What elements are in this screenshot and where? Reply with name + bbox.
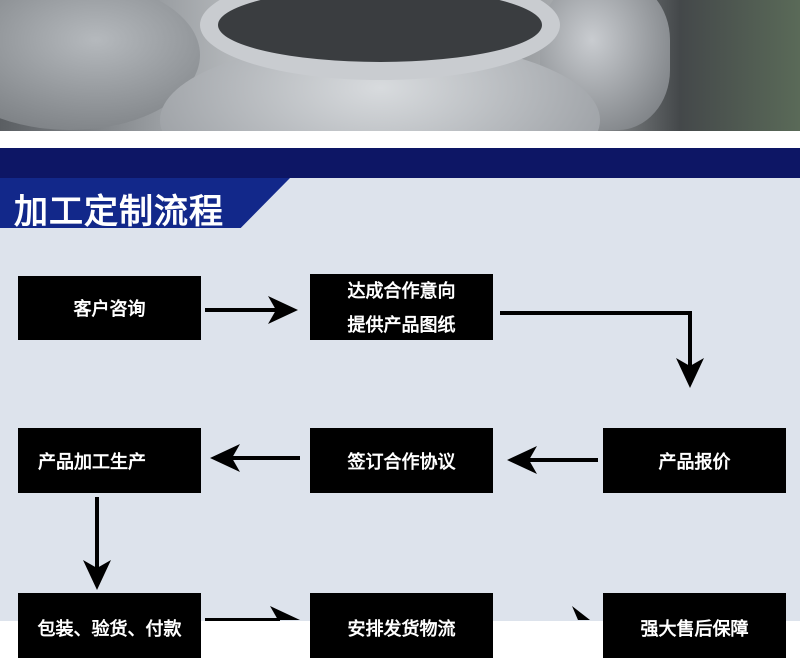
arrow-down-icon: [676, 358, 704, 388]
step-consult: 客户咨询: [18, 276, 201, 340]
step-label: 达成合作意向: [347, 281, 456, 302]
step-agreement-drawings: 达成合作意向提供产品图纸: [310, 274, 493, 340]
arrow-right-icon: [572, 606, 590, 620]
section-title: 加工定制流程: [14, 192, 224, 232]
step-label: 签订合作协议: [347, 451, 456, 473]
header-band: [0, 148, 800, 178]
product-photo: [0, 0, 800, 131]
arrow-left-icon: [210, 444, 240, 472]
arrow-down-icon: [83, 560, 111, 590]
step-quote: 产品报价: [603, 428, 786, 493]
title-banner: [0, 178, 290, 228]
step-label: 产品加工生产: [38, 451, 146, 473]
flow-arrows: [83, 296, 704, 621]
arrow-right-icon: [270, 606, 300, 620]
step-label: 客户咨询: [73, 299, 146, 320]
arrow-right-icon: [268, 296, 298, 324]
step-label: 产品报价: [658, 451, 731, 473]
arrow-left-icon: [507, 446, 537, 474]
step-label: 提供产品图纸: [347, 315, 456, 336]
step-contract: 签订合作协议: [310, 428, 493, 493]
step-production: 产品加工生产: [18, 428, 201, 493]
flow-background: [0, 178, 800, 621]
